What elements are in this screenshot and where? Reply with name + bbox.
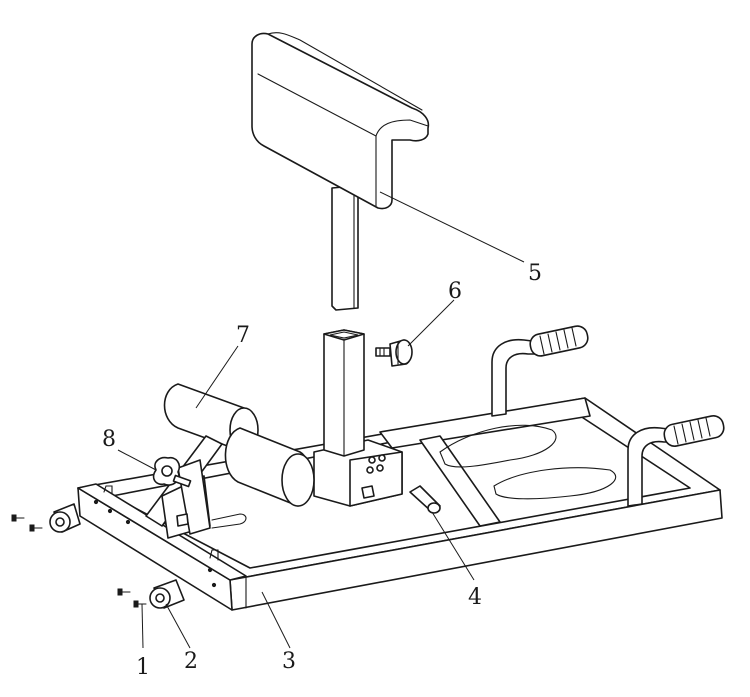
callout-4: 4 bbox=[468, 585, 482, 610]
front-handle bbox=[628, 414, 726, 506]
rear-handle bbox=[492, 324, 590, 416]
caster-wheel-rear bbox=[50, 504, 80, 532]
screws bbox=[12, 515, 146, 607]
adjustment-knob bbox=[376, 340, 412, 366]
roller-pads bbox=[165, 384, 315, 506]
upright-tube bbox=[324, 330, 364, 456]
pop-pin-knob bbox=[154, 458, 191, 487]
callout-7: 7 bbox=[236, 323, 250, 348]
callout-3: 3 bbox=[282, 649, 296, 674]
caster-wheel-front bbox=[150, 580, 184, 608]
callout-5: 5 bbox=[528, 261, 542, 286]
callout-6: 6 bbox=[448, 279, 462, 304]
leader-lines bbox=[118, 192, 524, 648]
bolt bbox=[410, 486, 440, 513]
callout-1: 1 bbox=[136, 655, 150, 680]
upright-bracket bbox=[314, 440, 402, 506]
callout-2: 2 bbox=[184, 649, 198, 674]
callout-labels: 1 2 3 4 5 6 7 8 bbox=[102, 261, 542, 680]
callout-8: 8 bbox=[102, 427, 116, 452]
back-pad bbox=[252, 33, 428, 310]
